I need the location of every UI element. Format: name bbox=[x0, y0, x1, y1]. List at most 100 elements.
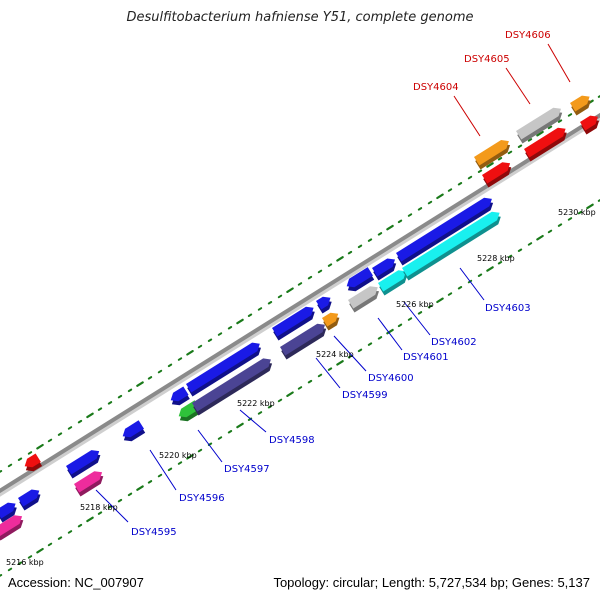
map-title: Desulfitobacterium hafniense Y51, comple… bbox=[126, 10, 474, 25]
kbp-label-5228: 5228 kbp bbox=[477, 254, 515, 263]
gene-label-dsy4604[interactable]: DSY4604 bbox=[413, 82, 459, 93]
feature-dsy4601b[interactable] bbox=[346, 267, 375, 292]
tick-dot bbox=[0, 574, 3, 577]
leader-blue-6 bbox=[377, 317, 403, 351]
feature-dsy4600[interactable] bbox=[322, 312, 340, 331]
tick-dot bbox=[117, 394, 123, 399]
feature-dsy4602-face bbox=[372, 258, 395, 277]
gene-features bbox=[0, 95, 600, 541]
tick-dot bbox=[107, 505, 113, 509]
feature-dsy4600b[interactable] bbox=[316, 296, 332, 314]
feature-dsy4606[interactable] bbox=[570, 95, 591, 116]
tick-dot bbox=[157, 473, 163, 478]
gene-label-dsy4597[interactable]: DSY4597 bbox=[224, 464, 270, 475]
tick-dot bbox=[467, 175, 473, 180]
feature-magenta-2[interactable] bbox=[74, 471, 104, 497]
tick-dot bbox=[486, 266, 494, 272]
gene-label-dsy4596[interactable]: DSY4596 bbox=[179, 493, 225, 504]
gene-label-dsy4598[interactable]: DSY4598 bbox=[269, 435, 315, 446]
feature-dsy4594-face bbox=[0, 502, 16, 519]
feature-dsy4595a[interactable] bbox=[0, 515, 24, 541]
tick-dot bbox=[227, 326, 233, 330]
gene-label-dsy4595[interactable]: DSY4595 bbox=[131, 527, 177, 538]
tick-dot bbox=[267, 301, 273, 305]
feature-dsy4605[interactable] bbox=[516, 107, 563, 144]
feature-dsy4603[interactable] bbox=[402, 211, 501, 281]
feature-dsy4596[interactable] bbox=[122, 420, 146, 442]
tick-dot bbox=[147, 376, 153, 380]
tick-dot bbox=[386, 328, 394, 335]
feature-dsy4595[interactable] bbox=[18, 489, 41, 511]
tick-dot bbox=[367, 342, 373, 346]
tick-dot bbox=[57, 536, 63, 540]
tick-dot bbox=[297, 282, 303, 286]
backbone-shadow bbox=[0, 115, 600, 497]
tick-dot bbox=[517, 144, 523, 148]
gene-label-dsy4603[interactable]: DSY4603 bbox=[485, 303, 531, 314]
feature-dsy4602[interactable] bbox=[372, 258, 397, 281]
tick-dot bbox=[357, 244, 363, 249]
feature-dsy4599[interactable] bbox=[280, 323, 327, 360]
tick-dot bbox=[77, 523, 83, 528]
tick-dot bbox=[336, 360, 344, 366]
leader-blue-2 bbox=[197, 429, 223, 463]
kbp-label-5226: 5226 kbp bbox=[396, 300, 434, 309]
feature-dsy4599-face bbox=[280, 323, 325, 356]
feature-dsy4598b[interactable] bbox=[186, 342, 261, 397]
tick-dot bbox=[417, 207, 423, 211]
tick-dot bbox=[307, 379, 313, 384]
gene-label-dsy4602[interactable]: DSY4602 bbox=[431, 337, 477, 348]
feature-dsy4598[interactable] bbox=[192, 358, 273, 416]
feature-blue-small[interactable] bbox=[170, 386, 190, 406]
tick-dot bbox=[247, 313, 253, 317]
tick-dot bbox=[377, 336, 383, 340]
feature-dsy4605b[interactable] bbox=[524, 127, 567, 162]
tick-dot bbox=[327, 263, 333, 267]
tick-dot bbox=[427, 304, 433, 309]
leader-blue-8 bbox=[459, 267, 485, 301]
feature-dsy4606b-face bbox=[580, 115, 598, 131]
tick-dot bbox=[436, 297, 444, 304]
feature-dsy4605-face bbox=[516, 107, 561, 140]
tick-dot bbox=[527, 242, 533, 246]
feature-dsy4594[interactable] bbox=[0, 502, 17, 523]
feature-red-small[interactable] bbox=[24, 453, 43, 472]
gene-label-dsy4605[interactable]: DSY4605 bbox=[464, 54, 510, 65]
tick-dot bbox=[17, 457, 23, 461]
gene-label-dsy4606[interactable]: DSY4606 bbox=[505, 30, 551, 41]
gene-label-dsy4600[interactable]: DSY4600 bbox=[368, 373, 414, 384]
tick-dot bbox=[217, 332, 223, 336]
feature-dsy4599b[interactable] bbox=[272, 306, 315, 341]
tick-dot bbox=[177, 461, 183, 465]
tick-dot bbox=[177, 357, 183, 361]
feature-dsy4604b[interactable] bbox=[482, 162, 512, 188]
feature-dsy4602b[interactable] bbox=[378, 270, 408, 296]
tick-dot bbox=[417, 311, 423, 315]
feature-blue-small-face bbox=[170, 386, 189, 402]
tick-dot bbox=[527, 138, 533, 142]
tick-dot bbox=[357, 348, 363, 353]
feature-dsy4603b[interactable] bbox=[396, 197, 494, 266]
tick-dot bbox=[317, 373, 323, 378]
tick-dot bbox=[497, 261, 503, 265]
feature-dsy4600b-face bbox=[316, 296, 331, 310]
accession-text: Accession: NC_007907 bbox=[8, 575, 144, 590]
gene-label-dsy4599[interactable]: DSY4599 bbox=[342, 390, 388, 401]
tick-dot bbox=[7, 463, 13, 468]
tick-dot bbox=[107, 401, 113, 405]
tick-dot bbox=[347, 354, 353, 359]
tick-dot bbox=[347, 250, 353, 255]
feature-dsy4606b[interactable] bbox=[580, 115, 600, 135]
label-leaders bbox=[95, 43, 571, 523]
feature-dsy4601[interactable] bbox=[348, 286, 379, 313]
tick-dot bbox=[567, 217, 573, 221]
feature-dsy4603b-face bbox=[396, 197, 492, 262]
feature-magenta-2-face bbox=[74, 471, 103, 493]
tick-dot bbox=[207, 338, 213, 342]
feature-dsy4604[interactable] bbox=[474, 140, 511, 170]
tick-dot bbox=[277, 294, 283, 299]
leader-blue-7 bbox=[403, 301, 431, 336]
feature-dsy4600-face bbox=[322, 312, 339, 327]
feature-dsy4596-pre[interactable] bbox=[66, 450, 101, 479]
gene-label-dsy4601[interactable]: DSY4601 bbox=[403, 352, 449, 363]
